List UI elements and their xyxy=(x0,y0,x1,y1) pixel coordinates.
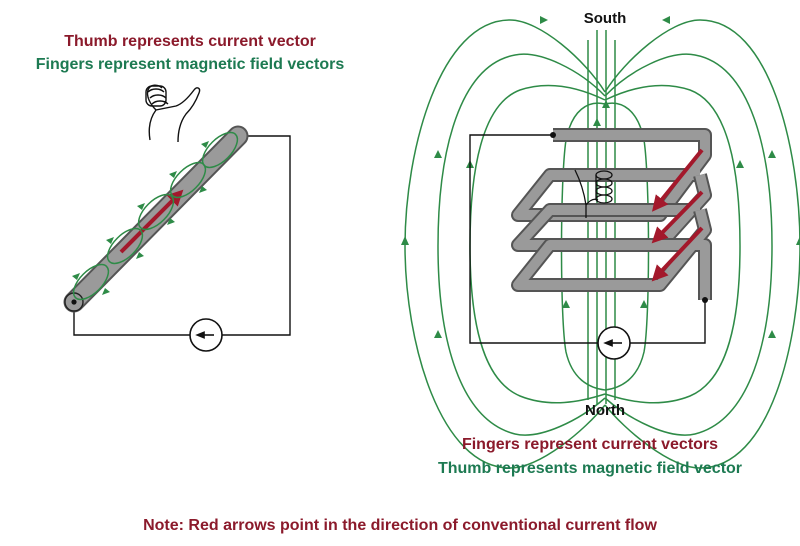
coil-current-arrows xyxy=(651,148,704,282)
left-panel: Thumb represents current vector Fingers … xyxy=(36,33,345,352)
field-arrow xyxy=(169,171,177,178)
right-caption-line1: Fingers represent current vectors xyxy=(462,436,718,453)
field-arrow xyxy=(736,160,744,168)
field-arrow xyxy=(768,150,776,158)
current-source-icon xyxy=(189,318,223,352)
field-line xyxy=(404,19,606,469)
left-circuit-wire xyxy=(73,135,291,336)
field-ring xyxy=(106,227,144,265)
current-source-icon xyxy=(597,326,631,360)
field-arrow xyxy=(662,16,670,24)
field-arrow xyxy=(106,237,114,244)
field-arrow xyxy=(401,236,409,245)
solenoid-coil xyxy=(511,128,712,300)
field-rings xyxy=(72,131,239,301)
field-arrow xyxy=(593,118,601,126)
field-line-arrows xyxy=(401,16,800,338)
field-arrow xyxy=(199,186,207,193)
field-arrow xyxy=(137,203,145,210)
field-arrow xyxy=(640,300,648,308)
footnote: Note: Red arrows point in the direction … xyxy=(143,517,657,534)
field-arrow xyxy=(201,141,209,148)
field-ring-arrows xyxy=(72,141,209,295)
field-line xyxy=(437,53,606,436)
current-arrow xyxy=(119,189,184,254)
field-ring xyxy=(201,131,239,169)
field-arrow xyxy=(102,288,110,295)
field-arrow xyxy=(167,218,175,225)
field-arrow xyxy=(434,330,442,338)
field-arrow xyxy=(540,16,548,24)
current-arrow xyxy=(651,226,704,282)
right-hand-thumb-up-icon xyxy=(145,84,201,143)
field-arrow xyxy=(136,252,144,259)
field-arrow xyxy=(796,236,800,245)
current-arrow xyxy=(651,190,704,244)
coil-loop xyxy=(511,208,712,300)
field-ring xyxy=(72,263,110,301)
right-hand-curled-icon xyxy=(574,169,613,218)
field-arrow xyxy=(768,330,776,338)
coil-circuit-wire xyxy=(469,134,706,344)
right-caption-line2: Thumb represents magnetic field vector xyxy=(438,460,742,477)
field-line xyxy=(604,84,741,404)
left-caption-line2: Fingers represent magnetic field vectors xyxy=(36,56,345,73)
coil-terminal xyxy=(702,297,708,303)
coil-terminal xyxy=(550,132,556,138)
field-arrow xyxy=(562,300,570,308)
field-ring xyxy=(137,193,175,231)
pole-label-south: South xyxy=(584,10,627,27)
pole-label-north: North xyxy=(585,402,625,419)
field-line xyxy=(604,53,773,436)
field-arrow xyxy=(72,273,80,280)
right-panel: South xyxy=(401,10,800,477)
current-arrow xyxy=(651,148,704,212)
field-arrow xyxy=(434,150,442,158)
left-caption-line1: Thumb represents current vector xyxy=(64,33,316,50)
field-arrow xyxy=(602,100,610,108)
